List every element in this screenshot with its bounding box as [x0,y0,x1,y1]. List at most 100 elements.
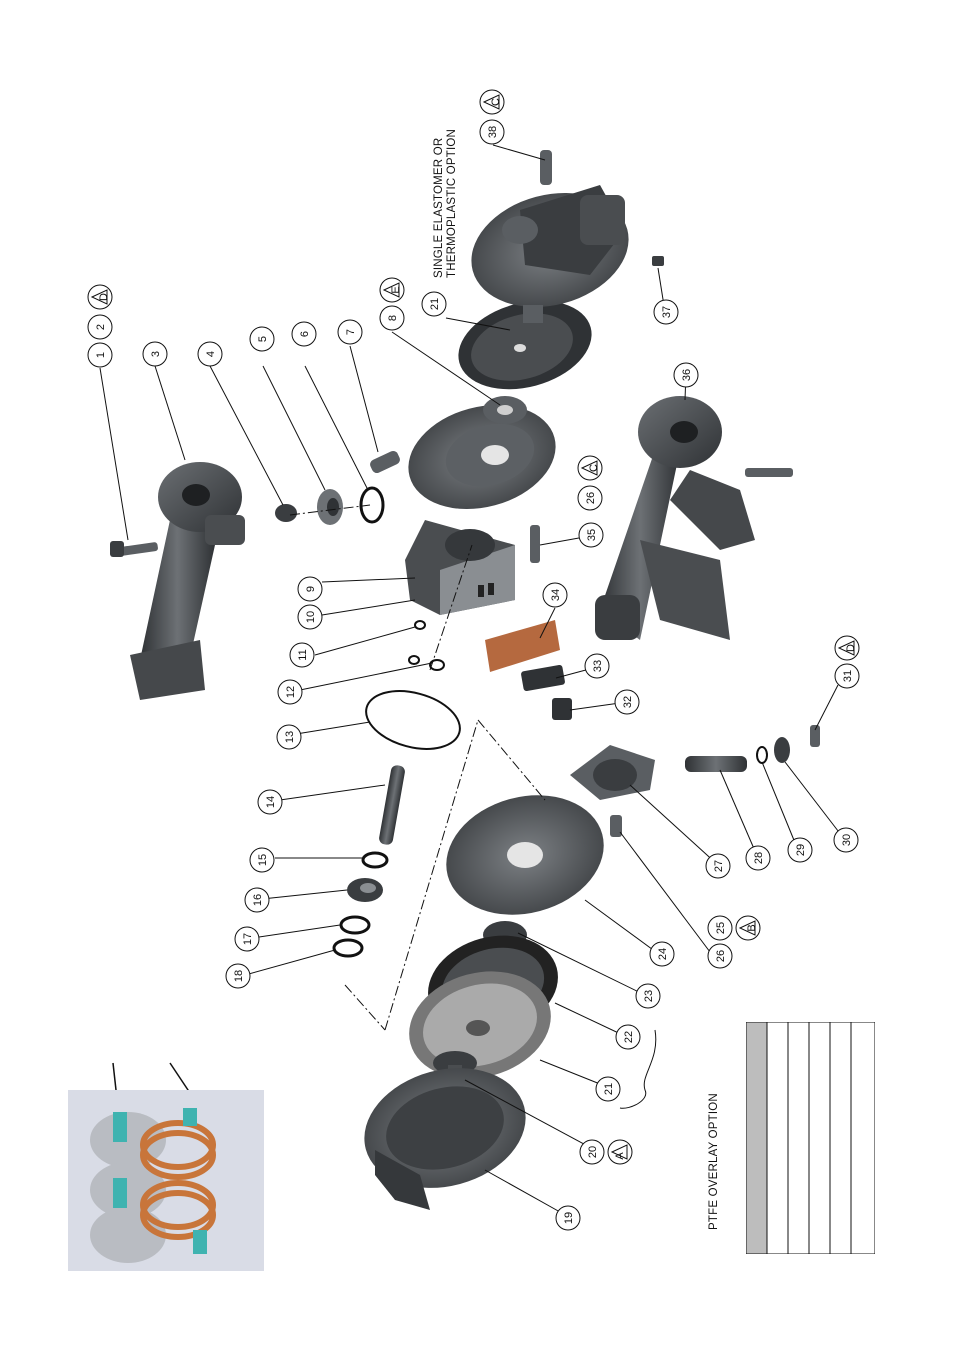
svg-text:21: 21 [429,298,441,310]
svg-text:D: D [845,644,857,652]
svg-text:31: 31 [842,670,854,682]
svg-text:12: 12 [285,686,297,698]
svg-text:28: 28 [753,852,765,864]
callout-32: 32 [614,689,640,715]
svg-text:7: 7 [345,329,357,335]
svg-text:27: 27 [713,860,725,872]
svg-text:2: 2 [95,324,107,330]
note-single-option-line1: SINGLE ELASTOMER OR [433,138,445,278]
part-gasket-34 [485,620,560,672]
svg-text:29: 29 [795,844,807,856]
part-ring-17 [339,915,371,935]
part-pilot-valve-27 [570,745,655,800]
part-air-chamber [408,404,556,510]
part-plate-33 [521,664,565,692]
svg-text:30: 30 [841,834,853,846]
seal-detail-illustration [68,1090,264,1271]
callout-13: 13 [276,724,302,750]
svg-text:15: 15 [257,854,269,866]
svg-text:35: 35 [586,529,598,541]
part-bolt-38 [540,150,552,185]
part-fitting-25 [610,815,622,837]
svg-text:5: 5 [257,336,269,342]
svg-text:14: 14 [265,796,277,808]
part-diaphragm-21-lower [409,971,551,1079]
part-oring-6 [359,486,385,524]
callout-29: 29 [787,837,813,863]
svg-text:9: 9 [305,586,317,592]
svg-text:13: 13 [284,731,296,743]
svg-text:17: 17 [242,933,254,945]
svg-text:33: 33 [592,660,604,672]
svg-text:24: 24 [657,948,669,960]
callout-21-upper: 21 [421,291,447,317]
callout-26-upper: 26 [577,485,603,511]
svg-text:32: 32 [622,696,634,708]
torque-marker-d-right: D [834,635,860,661]
part-cap-30 [774,737,790,763]
part-ring-11 [414,620,426,630]
callout-14: 14 [257,789,283,815]
svg-text:34: 34 [550,589,562,601]
callout-6: 6 [291,321,317,347]
part-oring-13 [365,690,461,750]
ptfe-brace [619,1029,657,1109]
part-center-body [405,520,515,615]
svg-text:E: E [390,286,402,293]
svg-text:C: C [588,464,600,472]
torque-markers: D E C C D B A [87,89,860,1165]
svg-text:6: 6 [299,331,311,337]
svg-text:10: 10 [305,611,317,623]
part-outer-chamber-right [471,185,629,323]
torque-marker-d-top: D [87,284,113,310]
part-bushing-16 [347,878,383,902]
part-inner-chamber-24 [446,795,604,915]
callout-9: 9 [297,576,323,602]
torque-marker-e: E [379,277,405,303]
callout-bubbles: 1 2 3 4 5 6 7 8 9 10 11 12 13 14 15 16 1… [87,119,860,1231]
callout-10: 10 [297,604,323,630]
part-shaft-14 [379,765,405,845]
part-ring-12a [408,655,420,665]
callout-25: 25 [707,915,733,941]
part-ball-4 [275,504,297,522]
legend-table-grid [745,1021,876,1255]
svg-text:21: 21 [603,1083,615,1095]
callout-28: 28 [745,845,771,871]
callout-24: 24 [649,941,675,967]
svg-text:4: 4 [205,351,217,357]
leader-lines [99,144,846,1213]
svg-text:23: 23 [643,990,655,1002]
callout-22: 22 [615,1024,641,1050]
callout-17: 17 [234,926,260,952]
legend-table [745,1021,876,1255]
svg-text:19: 19 [563,1212,575,1224]
svg-text:B: B [746,924,758,931]
part-diaphragm-21-upper [458,300,592,390]
assembly-axis-lines [289,504,546,1031]
callout-18: 18 [225,963,251,989]
svg-text:16: 16 [252,894,264,906]
part-ring-29 [756,746,768,764]
part-block-32 [552,698,572,720]
callout-5: 5 [249,326,275,352]
torque-marker-c-top: C [479,89,505,115]
callout-35: 35 [578,522,604,548]
svg-text:25: 25 [715,922,727,934]
callout-2: 2 [87,314,113,340]
part-bolt-35 [530,525,540,563]
svg-text:11: 11 [297,649,309,660]
callout-8: 8 [379,305,405,331]
part-stud-7 [370,450,400,474]
part-outer-chamber-19 [364,1068,526,1210]
note-ptfe-option: PTFE OVERLAY OPTION [708,1093,720,1230]
callout-38: 38 [479,119,505,145]
part-bolt-1 [110,541,158,557]
part-piston-8 [483,396,527,424]
callout-36: 36 [673,362,699,388]
callout-3: 3 [142,341,168,367]
callout-15: 15 [249,847,275,873]
part-ring-15 [361,851,389,869]
svg-text:26: 26 [715,950,727,962]
